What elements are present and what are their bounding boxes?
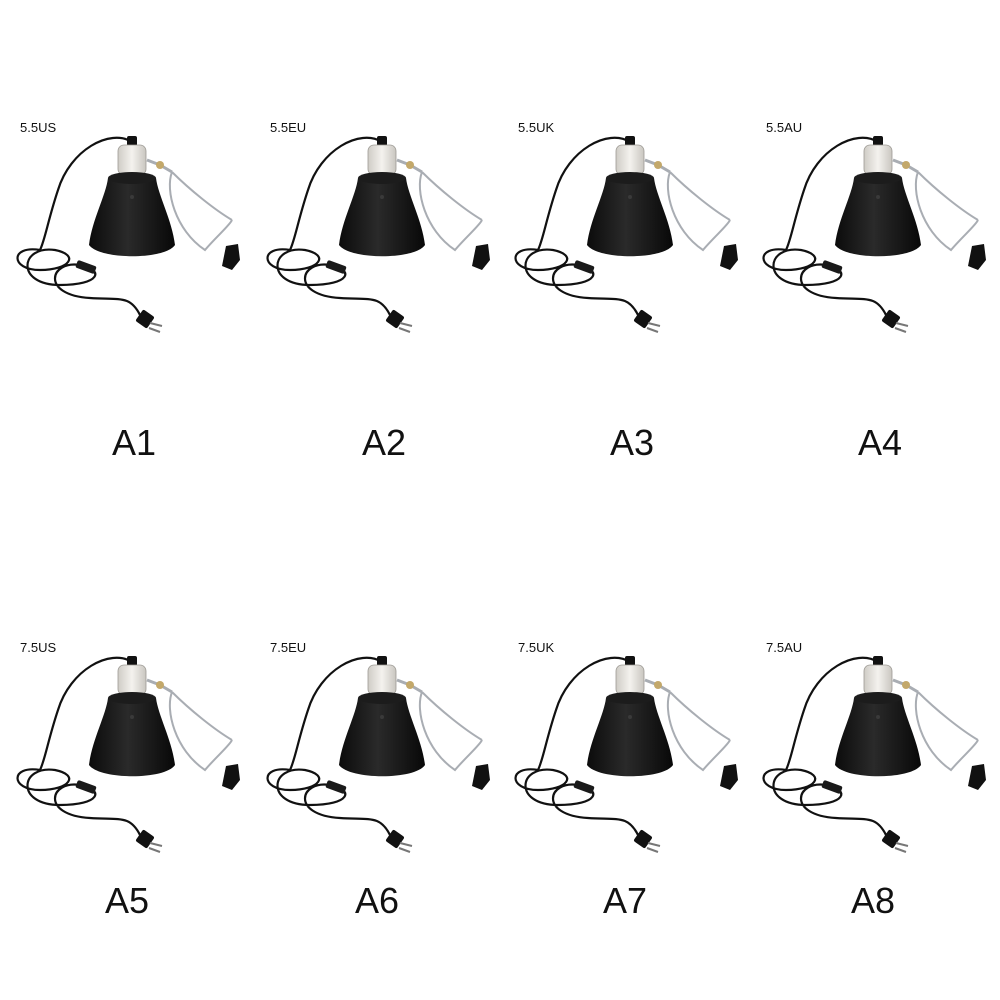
- product-card-a2[interactable]: 5.5EU A2: [250, 110, 500, 463]
- product-card-a6[interactable]: 7.5EU A6: [250, 630, 500, 930]
- variant-label: 5.5US: [20, 120, 57, 135]
- variant-code: A6: [355, 880, 400, 921]
- product-card-a8[interactable]: 7.5AU A8: [746, 630, 996, 930]
- variant-code: A2: [362, 422, 407, 463]
- variant-label: 7.5AU: [766, 640, 803, 655]
- variant-label: 7.5EU: [270, 640, 307, 655]
- product-card-a4[interactable]: 5.5AU A4: [746, 110, 996, 463]
- clamp-lamp-photo: [514, 134, 740, 334]
- clamp-lamp-photo: [762, 134, 988, 334]
- variant-code: A1: [112, 422, 157, 463]
- variant-label: 5.5UK: [518, 120, 555, 135]
- product-card-a3[interactable]: 5.5UK A3: [498, 110, 748, 463]
- product-card-a1[interactable]: 5.5US A1: [0, 110, 250, 463]
- variant-code: A4: [858, 422, 903, 463]
- variant-code: A3: [610, 422, 655, 463]
- clamp-lamp-photo: [266, 134, 492, 334]
- variant-code: A7: [603, 880, 648, 921]
- variant-label: 7.5UK: [518, 640, 555, 655]
- product-card-a7[interactable]: 7.5UK A7: [498, 630, 748, 930]
- variant-code: A8: [851, 880, 896, 921]
- variant-label: 7.5US: [20, 640, 57, 655]
- clamp-lamp-photo: [514, 654, 740, 854]
- clamp-lamp-photo: [762, 654, 988, 854]
- variant-code: A5: [105, 880, 150, 921]
- variant-label: 5.5AU: [766, 120, 803, 135]
- clamp-lamp-photo: [16, 654, 242, 854]
- variant-label: 5.5EU: [270, 120, 307, 135]
- clamp-lamp-photo: [16, 134, 242, 334]
- product-card-a5[interactable]: 7.5US A5: [0, 630, 250, 930]
- clamp-lamp-photo: [266, 654, 492, 854]
